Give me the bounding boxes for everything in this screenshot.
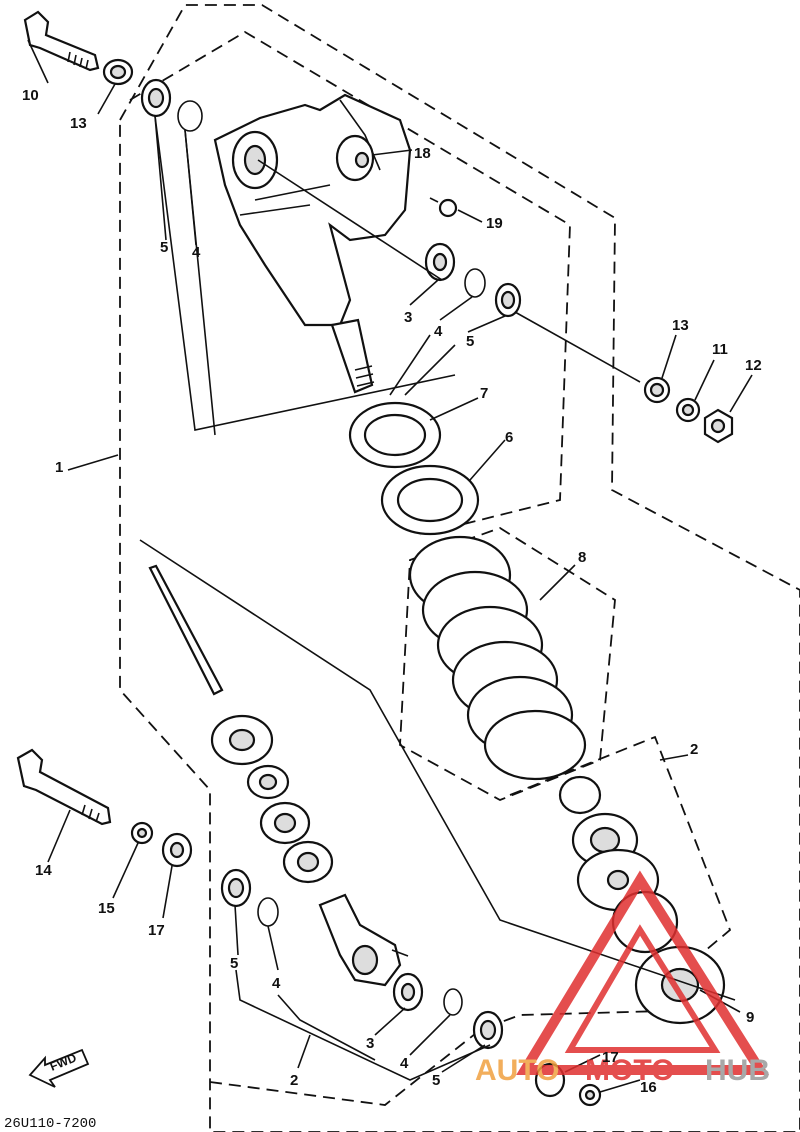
callout-2-lower: 2 (290, 1072, 298, 1089)
washer-11 (675, 397, 701, 423)
callout-5-upper: 5 (160, 239, 168, 256)
callout-5-right: 5 (466, 333, 474, 350)
oil-seal-5-lower (220, 868, 252, 908)
damper-outline-2 (509, 735, 732, 956)
callout-11: 11 (712, 341, 728, 358)
callout-18: 18 (414, 145, 431, 162)
lower-outline (209, 1009, 701, 1106)
assembly-outline-1 (119, 4, 800, 1132)
collar-13-upper (102, 58, 134, 86)
oil-seal-5-right (494, 282, 522, 318)
diagram-code: 26U110-7200 (4, 1116, 96, 1132)
bushing-3-right (424, 242, 456, 282)
collar-lower-left (246, 764, 290, 800)
callout-13-upper: 13 (70, 115, 87, 132)
callout-4-lower: 4 (272, 975, 281, 992)
adjuster-knob-18 (335, 134, 375, 182)
callout-13-right: 13 (672, 317, 689, 334)
watermark-auto: AUTO (475, 1054, 559, 1087)
bushing-lower-left (282, 840, 334, 884)
leader-lines (27, 39, 753, 1093)
washer-16 (578, 1083, 602, 1107)
callout-5-lower-right: 5 (432, 1072, 440, 1089)
callout-6: 6 (505, 429, 513, 446)
pushrod (148, 564, 224, 696)
callout-8: 8 (578, 549, 586, 566)
grease-fitting-joint (318, 893, 409, 987)
callout-5-lower: 5 (230, 955, 238, 972)
callout-4-upper: 4 (192, 244, 201, 261)
callout-14: 14 (35, 862, 52, 879)
callout-4-right: 4 (434, 323, 443, 340)
spring-outline (399, 527, 616, 801)
spring-8 (408, 535, 587, 781)
spring-guide (558, 775, 726, 1025)
callout-4-lower-right: 4 (400, 1055, 409, 1072)
callout-labels: 10 13 5 4 18 19 3 4 5 13 11 12 7 6 1 8 2… (22, 87, 762, 1096)
callout-17-right: 17 (602, 1049, 619, 1066)
bolt-10 (23, 10, 100, 72)
collar-13-right (643, 376, 671, 404)
screw-19 (429, 197, 458, 218)
circlip-4-lower (257, 897, 279, 927)
callout-9: 9 (746, 1009, 754, 1026)
callout-2-right: 2 (690, 741, 698, 758)
nut-12 (703, 408, 734, 444)
oil-seal-5-lower-right (472, 1010, 504, 1050)
collar-17-left (161, 832, 193, 868)
fwd-arrow-icon: FWD (28, 1048, 90, 1088)
automotohub-watermark: AUTO MOTO HUB (475, 870, 770, 1087)
washer-15 (130, 821, 154, 845)
callout-17-left: 17 (148, 922, 165, 939)
circlip-4-lower-right (443, 988, 463, 1016)
spring-adjuster-6 (380, 464, 480, 536)
bushing-upper-lower-left (210, 714, 274, 766)
shock-body-upper (213, 93, 412, 327)
damper-rod (330, 318, 374, 394)
callout-10: 10 (22, 87, 39, 104)
callout-12: 12 (745, 357, 762, 374)
oil-seal-5-upper (140, 78, 172, 118)
callout-1: 1 (55, 459, 63, 476)
callout-3-lower: 3 (366, 1035, 374, 1052)
circlip-4-right (464, 268, 486, 298)
bushing-3-lower (392, 972, 424, 1012)
callout-3-upper: 3 (404, 309, 412, 326)
watermark-hub: HUB (705, 1054, 770, 1087)
bolt-14 (16, 748, 112, 826)
watermark-moto: MOTO (585, 1054, 674, 1087)
needle-bearing-lower-left (259, 801, 311, 845)
callout-16: 16 (640, 1079, 657, 1096)
locknut-7 (348, 401, 442, 469)
callout-7: 7 (480, 385, 488, 402)
callout-15: 15 (98, 900, 115, 917)
callout-19: 19 (486, 215, 503, 232)
circlip-4-upper (177, 100, 203, 132)
